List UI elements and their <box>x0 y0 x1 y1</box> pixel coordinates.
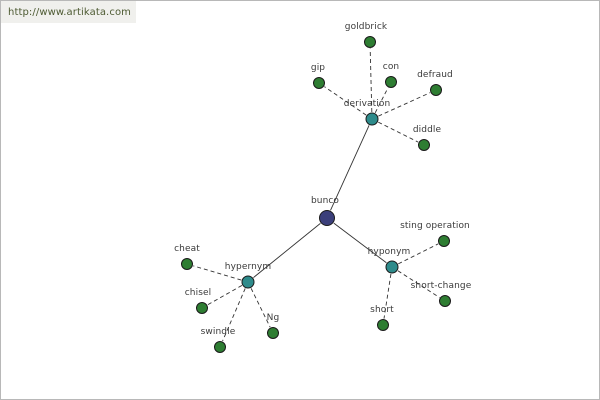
graph-node-label-goldbrick: goldbrick <box>344 22 388 32</box>
graph-node-label-short-change: short-change <box>410 281 472 291</box>
graph-node-label-defraud: defraud <box>417 70 453 80</box>
graph-node-chisel[interactable] <box>196 302 208 314</box>
graph-edge <box>333 222 387 264</box>
edges-group <box>193 48 440 342</box>
graph-node-label-hypernym: hypernym <box>224 262 272 272</box>
graph-node-label-gip: gip <box>310 63 326 73</box>
graph-node-label-hyponym: hyponym <box>367 247 411 257</box>
page-url-text: http://www.artikata.com <box>8 6 131 18</box>
graph-node-label-short: short <box>370 305 394 315</box>
graph-edge <box>207 285 243 306</box>
graph-node-label-diddle: diddle <box>412 125 442 135</box>
graph-edge <box>397 270 440 298</box>
graph-node-label-swindle: swindle <box>200 327 236 337</box>
graph-node-swindle[interactable] <box>214 341 226 353</box>
graph-edge <box>222 288 246 342</box>
graph-edge <box>383 273 392 319</box>
graph-node-bunco[interactable] <box>319 210 335 226</box>
graph-node-short[interactable] <box>377 319 389 331</box>
graph-node-label-chisel: chisel <box>184 288 212 298</box>
graph-edge <box>398 243 439 265</box>
graph-node-defraud[interactable] <box>430 84 442 96</box>
graph-node-label-derivation: derivation <box>343 99 391 109</box>
graph-edge <box>374 87 389 113</box>
graph-edge <box>324 86 367 116</box>
graph-node-short-change[interactable] <box>439 295 451 307</box>
graph-node-sting-operation[interactable] <box>438 235 450 247</box>
graph-node-gip[interactable] <box>313 77 325 89</box>
graph-node-label-cheat: cheat <box>174 244 200 254</box>
graph-edge <box>378 121 419 143</box>
graph-node-hyponym[interactable] <box>385 260 399 274</box>
graph-node-diddle[interactable] <box>418 139 430 151</box>
graph-node-cheat[interactable] <box>181 258 193 270</box>
graph-edge <box>193 265 242 281</box>
graph-node-label-con: con <box>382 62 400 72</box>
graph-edge <box>369 48 373 113</box>
graph-node-goldbrick[interactable] <box>364 36 376 48</box>
graph-node-con[interactable] <box>385 76 397 88</box>
graph-edge <box>330 125 370 211</box>
graph-node-label-ng: Ng <box>266 313 280 323</box>
graph-node-label-sting-operation: sting operation <box>400 221 470 231</box>
graph-edge <box>253 223 321 278</box>
graph-edge <box>378 92 431 117</box>
graph-node-derivation[interactable] <box>365 112 379 126</box>
graph-node-ng[interactable] <box>267 327 279 339</box>
graph-node-hypernym[interactable] <box>241 275 255 289</box>
graph-edge <box>250 288 271 328</box>
graph-node-label-bunco: bunco <box>310 196 340 206</box>
url-overlay: http://www.artikata.com <box>1 1 136 23</box>
